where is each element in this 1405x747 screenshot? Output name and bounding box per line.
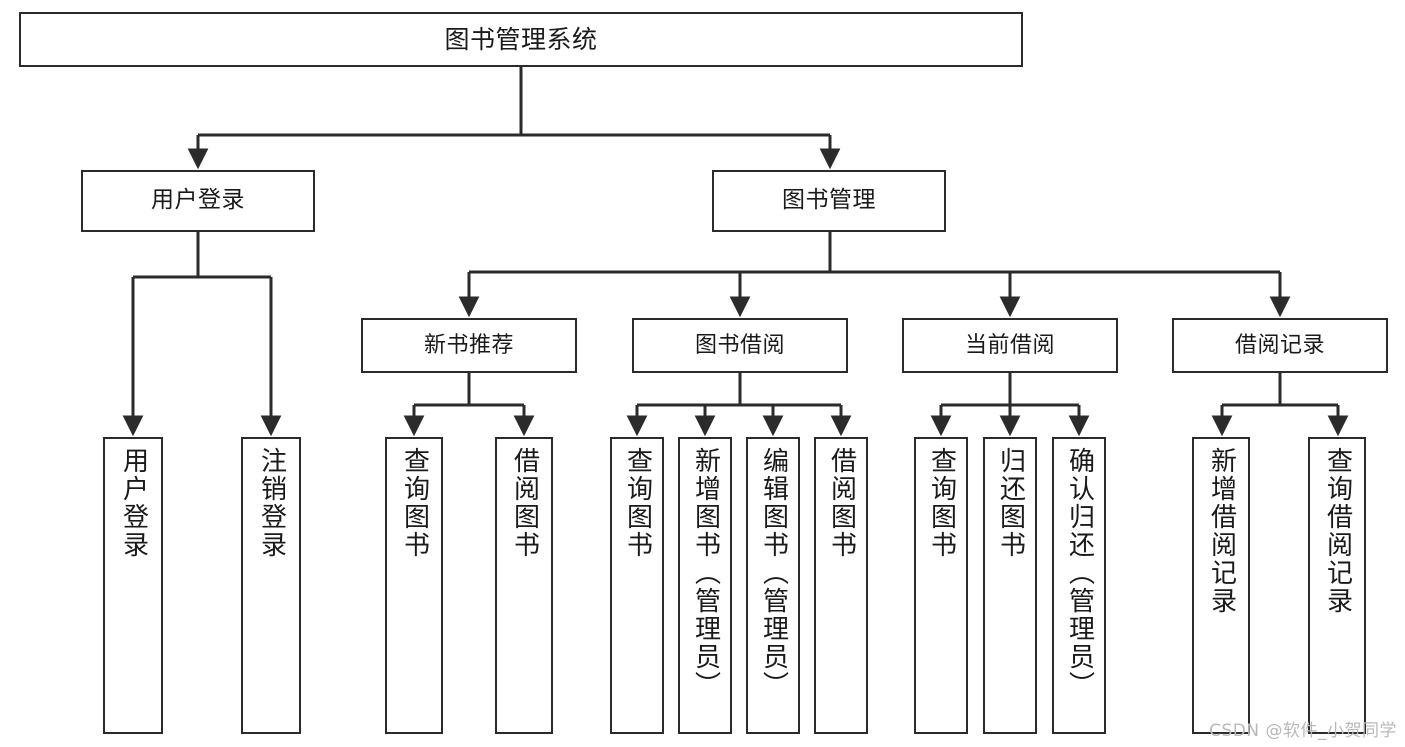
node-current-borrow[interactable]: 当前借阅 — [902, 318, 1118, 373]
node-leaf-user-login[interactable]: 用户登录 — [103, 437, 163, 734]
node-leaf-add-book-label: 新增图书（管理员） — [690, 447, 721, 699]
csdn-watermark: CSDN @软件_小贺同学 — [1209, 721, 1397, 741]
node-leaf-return-book[interactable]: 归还图书 — [983, 437, 1037, 734]
node-leaf-user-login-label: 用户登录 — [118, 447, 149, 559]
node-borrow-record-label: 借阅记录 — [1234, 332, 1325, 358]
node-user-login-label: 用户登录 — [151, 187, 245, 214]
node-book-borrow[interactable]: 图书借阅 — [632, 318, 848, 373]
node-leaf-query-book-2[interactable]: 查询图书 — [610, 437, 664, 734]
node-leaf-query-book-1-label: 查询图书 — [399, 447, 430, 559]
node-leaf-query-book-3-label: 查询图书 — [926, 447, 957, 559]
node-leaf-borrow-book-2[interactable]: 借阅图书 — [814, 437, 868, 734]
node-current-borrow-label: 当前借阅 — [964, 332, 1055, 358]
node-leaf-confirm-return[interactable]: 确认归还（管理员） — [1052, 437, 1106, 734]
node-leaf-confirm-return-label: 确认归还（管理员） — [1064, 447, 1095, 699]
node-leaf-user-logout-label: 注销登录 — [256, 447, 287, 559]
node-user-login[interactable]: 用户登录 — [81, 170, 315, 232]
node-leaf-user-logout[interactable]: 注销登录 — [241, 437, 301, 734]
node-leaf-borrow-book-1-label: 借阅图书 — [509, 447, 540, 559]
node-leaf-query-book-2-label: 查询图书 — [622, 447, 653, 559]
node-leaf-borrow-book-1[interactable]: 借阅图书 — [495, 437, 553, 734]
node-leaf-query-record[interactable]: 查询借阅记录 — [1308, 437, 1366, 734]
node-leaf-return-book-label: 归还图书 — [995, 447, 1026, 559]
node-leaf-query-book-1[interactable]: 查询图书 — [385, 437, 443, 734]
node-leaf-add-book[interactable]: 新增图书（管理员） — [678, 437, 732, 734]
node-book-borrow-label: 图书借阅 — [694, 332, 785, 358]
node-leaf-edit-book[interactable]: 编辑图书（管理员） — [746, 437, 800, 734]
node-book-manage[interactable]: 图书管理 — [712, 170, 946, 232]
node-leaf-borrow-book-2-label: 借阅图书 — [826, 447, 857, 559]
node-book-manage-label: 图书管理 — [782, 187, 876, 214]
node-root[interactable]: 图书管理系统 — [19, 12, 1023, 67]
node-leaf-edit-book-label: 编辑图书（管理员） — [758, 447, 789, 699]
node-leaf-add-record-label: 新增借阅记录 — [1206, 447, 1237, 615]
node-new-book-recommend-label: 新书推荐 — [423, 332, 514, 358]
node-leaf-add-record[interactable]: 新增借阅记录 — [1192, 437, 1250, 734]
node-leaf-query-book-3[interactable]: 查询图书 — [914, 437, 968, 734]
node-borrow-record[interactable]: 借阅记录 — [1172, 318, 1388, 373]
node-root-label: 图书管理系统 — [444, 24, 598, 54]
node-leaf-query-record-label: 查询借阅记录 — [1322, 447, 1353, 615]
node-new-book-recommend[interactable]: 新书推荐 — [361, 318, 577, 373]
